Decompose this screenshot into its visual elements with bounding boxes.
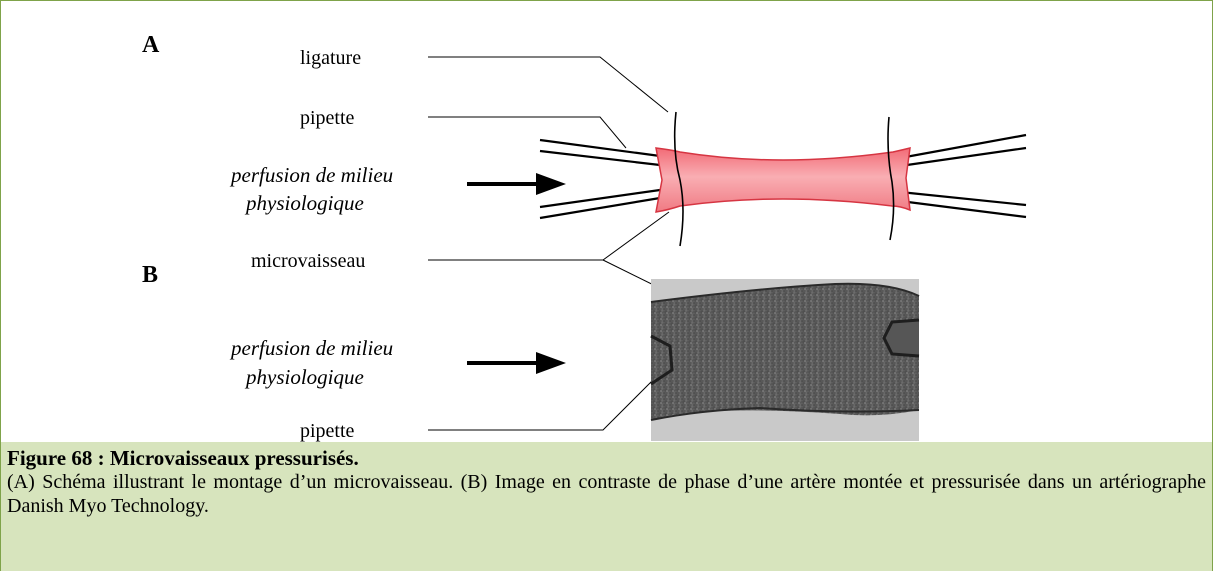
- perfusion-label-a-line1: perfusion de milieu: [229, 163, 393, 187]
- caption-body: (A) Schéma illustrant le montage d’un mi…: [7, 470, 1206, 518]
- pipette-label-bottom: pipette: [300, 420, 355, 442]
- caption-title: Figure 68 : Microvaisseaux pressurisés.: [7, 446, 1206, 470]
- panel-a-letter: A: [142, 32, 160, 58]
- pipette-leader-line-top: [428, 117, 626, 148]
- perfusion-label-b-line1: perfusion de milieu: [229, 336, 393, 360]
- figure-diagram: A B ligature pipette perfusion de milieu…: [0, 0, 1213, 442]
- microvaisseau-leader-line-a: [428, 212, 669, 260]
- pipette-label-top: pipette: [300, 107, 355, 129]
- figure-caption: Figure 68 : Microvaisseaux pressurisés. …: [0, 442, 1213, 571]
- pipette-right: [900, 135, 1026, 217]
- pipette-left: [540, 140, 660, 218]
- ligature-label: ligature: [300, 47, 361, 69]
- ligature-leader-line: [428, 57, 668, 112]
- microvessel-tube: [656, 148, 910, 212]
- flow-arrow-a: [467, 173, 566, 195]
- flow-arrow-b: [467, 352, 566, 374]
- perfusion-label-b-line2: physiologique: [244, 365, 364, 389]
- panel-b-letter: B: [142, 262, 158, 288]
- phase-contrast-image: [651, 279, 919, 441]
- perfusion-label-a-line2: physiologique: [244, 191, 364, 215]
- microvaisseau-label: microvaisseau: [251, 250, 365, 272]
- pipette-leader-line-bottom: [428, 369, 664, 430]
